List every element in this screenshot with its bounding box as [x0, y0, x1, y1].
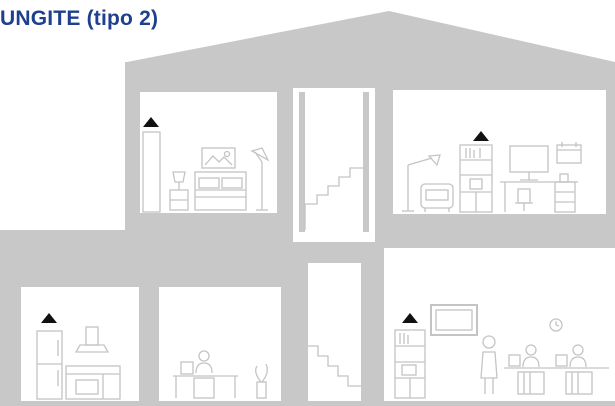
room-lower-kitchen [21, 287, 139, 401]
tall-cabinet-icon [143, 132, 160, 212]
room-upper-right [393, 90, 606, 214]
room-lower-office [159, 287, 281, 401]
room-upper-stair-shaft [305, 92, 363, 232]
room-lower-stair [308, 263, 361, 401]
